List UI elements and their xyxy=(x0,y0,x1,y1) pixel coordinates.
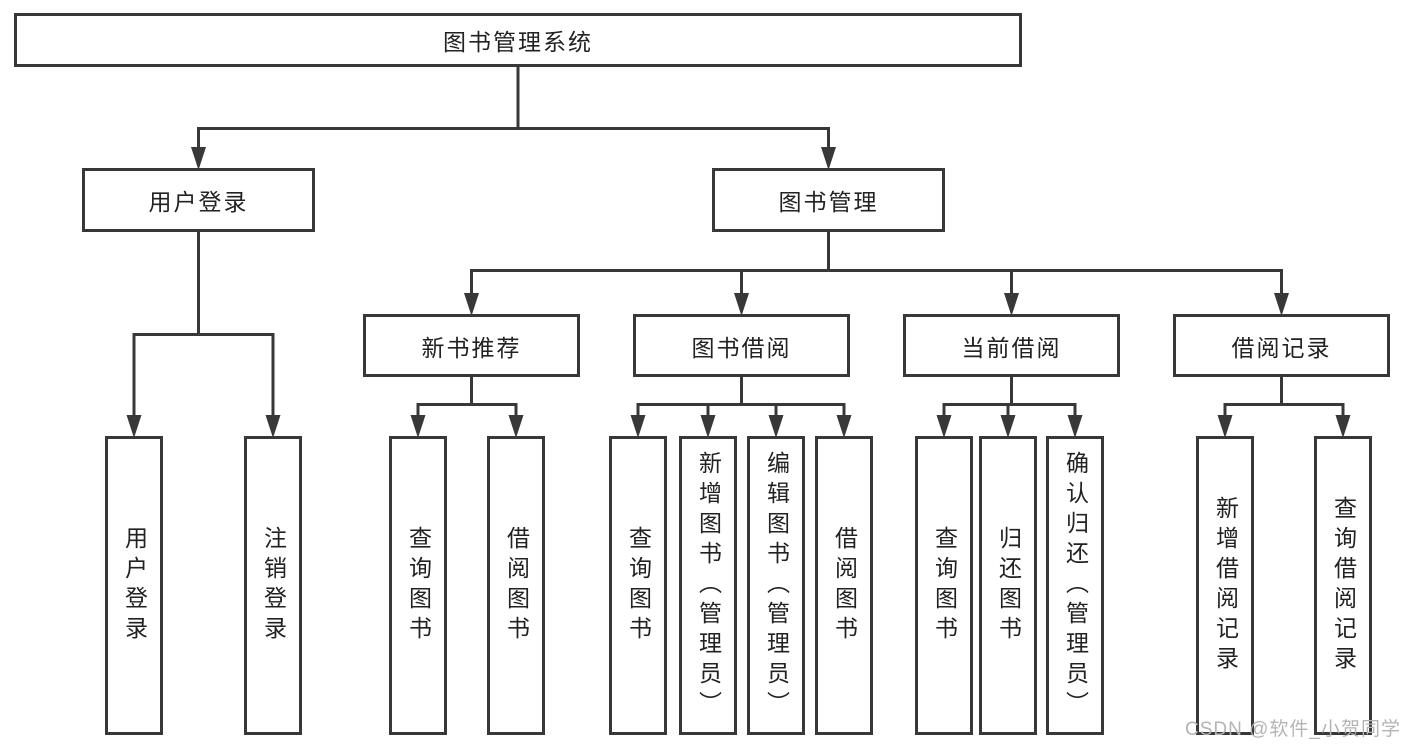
node-root-system: 图书管理系统 xyxy=(14,13,1022,67)
leaf-add-books-admin: 新增图书（管理员） xyxy=(679,436,737,735)
arrowhead-icons xyxy=(126,147,1351,438)
leaf-borrow-books: 借阅图书 xyxy=(815,436,873,735)
node-borrow-records: 借阅记录 xyxy=(1173,314,1390,377)
node-new-book-recommend: 新书推荐 xyxy=(363,314,580,377)
leaf-return-books: 归还图书 xyxy=(979,436,1037,735)
node-book-borrow: 图书借阅 xyxy=(633,314,850,377)
leaf-query-books-recommend: 查询图书 xyxy=(389,436,447,735)
node-book-management: 图书管理 xyxy=(712,168,945,232)
node-user-login: 用户登录 xyxy=(82,168,315,232)
leaf-add-borrow-record: 新增借阅记录 xyxy=(1196,436,1254,735)
csdn-watermark: CSDN @软件_小贺同学 xyxy=(1185,719,1401,740)
leaf-query-books-current: 查询图书 xyxy=(915,436,973,735)
leaf-query-books-borrow: 查询图书 xyxy=(609,436,667,735)
leaf-borrow-books-recommend: 借阅图书 xyxy=(487,436,545,735)
leaf-query-borrow-record: 查询借阅记录 xyxy=(1314,436,1372,735)
leaf-edit-books-admin: 编辑图书（管理员） xyxy=(747,436,805,735)
leaf-logout: 注销登录 xyxy=(244,436,302,735)
node-current-borrow: 当前借阅 xyxy=(903,314,1120,377)
leaf-user-login: 用户登录 xyxy=(105,436,163,735)
leaf-confirm-return-admin: 确认归还（管理员） xyxy=(1046,436,1104,735)
